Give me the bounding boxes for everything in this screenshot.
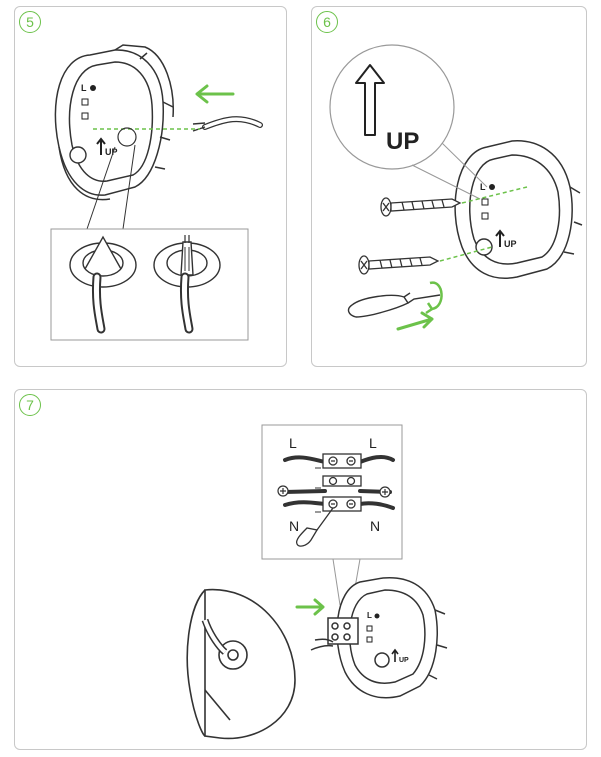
step-5-badge: 5 xyxy=(19,11,41,33)
svg-text:L: L xyxy=(367,611,372,620)
step-7-panel: 7 L L N N xyxy=(14,389,587,750)
svg-text:UP: UP xyxy=(504,239,517,249)
label-N-right: N xyxy=(370,518,380,534)
label-L-left: L xyxy=(289,435,297,451)
ground-symbols xyxy=(277,485,391,498)
up-arrow-large xyxy=(355,64,385,136)
screwdriver xyxy=(295,507,334,547)
svg-text:UP: UP xyxy=(105,147,118,157)
label-L-right: L xyxy=(369,435,377,451)
grommet-pierced xyxy=(153,235,221,334)
svg-text:L: L xyxy=(81,83,87,93)
base-markings: L UP xyxy=(69,83,118,164)
step-7-badge: 7 xyxy=(19,394,41,416)
screw-bottom xyxy=(358,255,440,275)
up-label-large: UP xyxy=(386,128,419,155)
insert-arrow xyxy=(195,84,235,104)
step-5-panel: 5 L UP xyxy=(14,6,287,367)
step-7-illustration: L L N N xyxy=(186,424,448,740)
attach-arrow xyxy=(295,598,325,616)
mounting-base xyxy=(54,44,174,201)
mounting-base xyxy=(310,576,448,699)
screw-top xyxy=(380,197,462,217)
rotate-arrow xyxy=(429,281,443,311)
lamp-body xyxy=(186,588,296,740)
svg-text:UP: UP xyxy=(399,657,409,664)
step-6-badge: 6 xyxy=(316,11,338,33)
terminal-block xyxy=(322,453,362,512)
push-arrow xyxy=(396,311,434,331)
screwdriver xyxy=(347,292,441,318)
base-markings: L UP xyxy=(475,182,517,256)
base-markings: L UP xyxy=(366,611,409,664)
mounting-base xyxy=(454,140,583,279)
step-5-illustration: L UP xyxy=(50,44,263,341)
step-6-illustration: L UP UP xyxy=(329,44,583,331)
label-N-left: N xyxy=(289,518,299,534)
detail-box xyxy=(50,228,249,341)
svg-text:L: L xyxy=(480,182,486,192)
step-6-panel: 6 L UP UP xyxy=(311,6,587,367)
grommet-closed xyxy=(69,235,137,334)
